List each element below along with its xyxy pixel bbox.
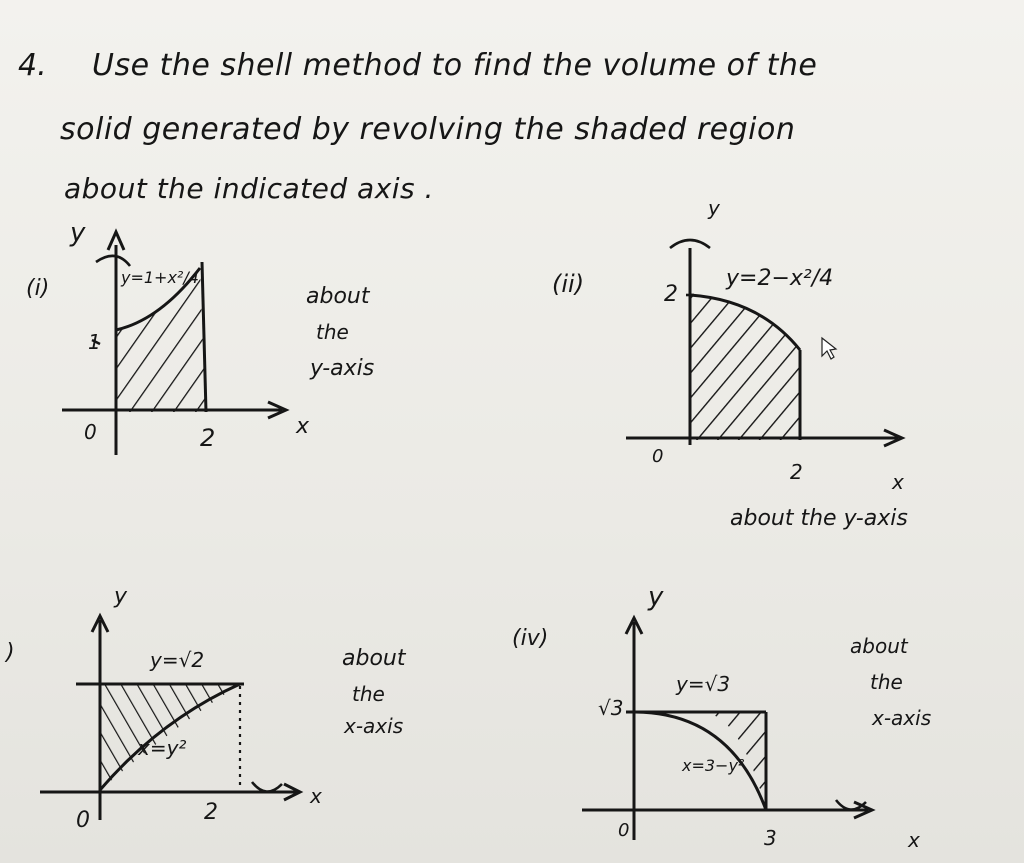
part-4-axis-x: x <box>908 828 920 852</box>
part-1-axis-y: y <box>70 218 86 248</box>
curve-2 <box>689 293 802 351</box>
part-3-about-1: about <box>342 646 406 671</box>
rotation-arrow-4 <box>834 799 867 811</box>
part-1-about-1: about <box>306 284 370 309</box>
part-3-about-3: x-axis <box>344 714 404 738</box>
graph-part-4 <box>582 614 876 840</box>
part-3-label: ) <box>6 640 15 665</box>
prompt-line-1: Use the shell method to find the volume … <box>92 48 818 83</box>
shaded-region-3 <box>100 684 240 790</box>
part-4-axis-y: y <box>648 582 664 612</box>
part-1-about-2: the <box>316 320 349 344</box>
y-arrow-3 <box>90 612 110 633</box>
part-4-tick-x: 3 <box>764 826 777 850</box>
prompt-line-2: solid generated by revolving the shaded … <box>60 112 796 147</box>
x-arrow-2 <box>883 428 906 448</box>
part-3-axis-x: x <box>310 784 322 808</box>
part-4-tick-y: √3 <box>598 696 624 720</box>
part-4-about-2: the <box>870 670 903 694</box>
part-1-origin: 0 <box>84 420 97 444</box>
part-2-about: about the y-axis <box>730 506 908 531</box>
part-4-curve-top: y=√3 <box>676 672 731 696</box>
right-edge-1 <box>200 261 208 413</box>
shaded-region-2 <box>690 295 800 440</box>
graph-part-2 <box>626 238 906 448</box>
shaded-region-4 <box>700 712 766 810</box>
part-4-label: (iv) <box>512 626 549 651</box>
curve-3 <box>98 682 241 791</box>
part-4-about-3: x-axis <box>872 706 932 730</box>
part-4-about-1: about <box>850 634 908 658</box>
graph-part-1 <box>62 228 290 455</box>
part-2-curve: y=2−x²/4 <box>726 266 834 291</box>
curve-4 <box>633 710 768 811</box>
part-3-about-2: the <box>352 682 385 706</box>
part-4-curve-side: x=3−y² <box>682 756 745 775</box>
rotation-arrow-3 <box>250 781 283 793</box>
graph-part-3 <box>40 612 304 820</box>
cursor-icon <box>821 336 838 360</box>
part-1-about-3: y-axis <box>310 356 375 381</box>
part-3-curve-top: y=√2 <box>150 648 205 672</box>
prompt-line-3: about the indicated axis . <box>64 172 434 205</box>
part-3-axis-y: y <box>114 584 128 609</box>
part-2-axis-y: y <box>708 196 720 220</box>
shaded-region-1 <box>116 268 205 412</box>
part-1-tick-y: 1 <box>88 330 101 354</box>
part-1-axis-x: x <box>296 414 310 439</box>
part-3-origin: 0 <box>76 808 90 833</box>
x-arrow-4 <box>853 800 876 820</box>
part-2-tick-y: 2 <box>664 282 678 307</box>
curve-1 <box>115 267 202 332</box>
problem-number: 4. <box>18 48 47 83</box>
part-2-label: (ii) <box>552 270 585 298</box>
part-4-origin: 0 <box>618 820 630 841</box>
part-2-origin: 0 <box>652 446 664 467</box>
rotation-arrow-1 <box>95 254 132 267</box>
part-1-curve: y=1+x²/4 <box>121 268 199 287</box>
x-arrow-3 <box>283 782 304 802</box>
part-2-axis-x: x <box>892 470 904 494</box>
y-arrow-1 <box>106 228 126 251</box>
part-1-tick-x: 2 <box>200 424 216 452</box>
part-2-tick-x: 2 <box>790 460 803 484</box>
y-arrow-4 <box>624 614 644 635</box>
part-1-label: (i) <box>26 276 50 301</box>
part-3-curve-side: x=y² <box>138 736 187 760</box>
part-3-tick-x: 2 <box>204 800 218 825</box>
x-arrow-1 <box>267 400 290 420</box>
rotation-arrow-2 <box>669 238 711 250</box>
